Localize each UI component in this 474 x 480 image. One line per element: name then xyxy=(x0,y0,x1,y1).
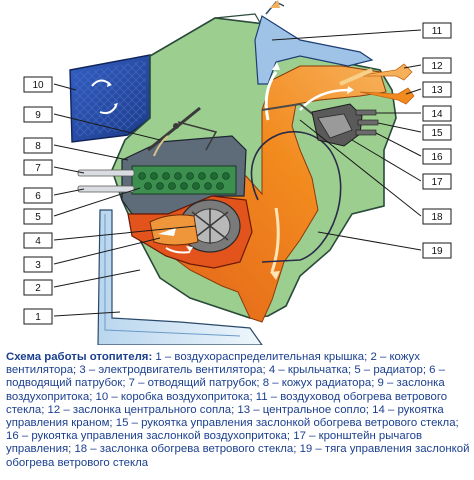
callout-13: 13 xyxy=(422,81,452,98)
windshield-duct xyxy=(254,0,374,85)
callout-18: 18 xyxy=(422,208,452,225)
svg-text:10: 10 xyxy=(32,80,44,91)
svg-text:4: 4 xyxy=(35,236,41,247)
radiator xyxy=(131,165,237,195)
callout-14: 14 xyxy=(422,105,452,122)
callout-12: 12 xyxy=(422,57,452,74)
callout-15: 15 xyxy=(422,124,452,141)
callout-7: 7 xyxy=(23,159,53,176)
svg-text:19: 19 xyxy=(431,246,443,257)
svg-text:9: 9 xyxy=(35,110,41,121)
callout-11: 11 xyxy=(422,22,452,39)
heater-diagram: 1 2 3 4 5 6 7 8 9 10 11 12 13 14 15 16 1… xyxy=(23,0,452,345)
outlet-pipe xyxy=(77,169,135,177)
svg-text:17: 17 xyxy=(431,177,443,188)
svg-text:8: 8 xyxy=(35,141,41,152)
svg-text:5: 5 xyxy=(35,212,41,223)
svg-text:11: 11 xyxy=(432,26,443,37)
callout-9: 9 xyxy=(23,106,53,123)
svg-text:16: 16 xyxy=(431,152,443,163)
fan-motor xyxy=(149,214,199,254)
svg-text:18: 18 xyxy=(431,212,443,223)
svg-text:3: 3 xyxy=(35,260,41,271)
control-bracket xyxy=(311,103,379,147)
callout-1: 1 xyxy=(23,308,53,325)
caption-title: Схема работы отопителя: xyxy=(6,351,153,363)
callout-5: 5 xyxy=(23,208,53,225)
svg-text:1: 1 xyxy=(35,312,41,323)
svg-text:15: 15 xyxy=(431,128,443,139)
callout-19: 19 xyxy=(422,242,452,259)
callout-10: 10 xyxy=(23,76,53,93)
svg-text:14: 14 xyxy=(431,109,443,120)
intake-flap xyxy=(147,106,218,157)
callout-8: 8 xyxy=(23,137,53,154)
leader-lines xyxy=(53,29,422,317)
svg-text:12: 12 xyxy=(431,61,443,72)
callout-16: 16 xyxy=(422,148,452,165)
callout-3: 3 xyxy=(23,256,53,273)
svg-text:13: 13 xyxy=(431,85,443,96)
callout-2: 2 xyxy=(23,279,53,296)
callout-4: 4 xyxy=(23,232,53,249)
fan-impeller xyxy=(179,199,241,253)
svg-text:2: 2 xyxy=(35,283,41,294)
svg-text:7: 7 xyxy=(35,163,41,174)
callout-17: 17 xyxy=(422,173,452,190)
air-intake-box xyxy=(69,54,151,143)
svg-text:6: 6 xyxy=(35,191,41,202)
diagram-caption: Схема работы отопителя: 1 – воздухораспр… xyxy=(6,351,470,470)
inlet-pipe xyxy=(77,185,135,193)
callout-6: 6 xyxy=(23,187,53,204)
air-distribution-cover xyxy=(97,209,263,345)
caption-body: 1 – воздухораспределительная крышка; 2 –… xyxy=(6,351,470,469)
